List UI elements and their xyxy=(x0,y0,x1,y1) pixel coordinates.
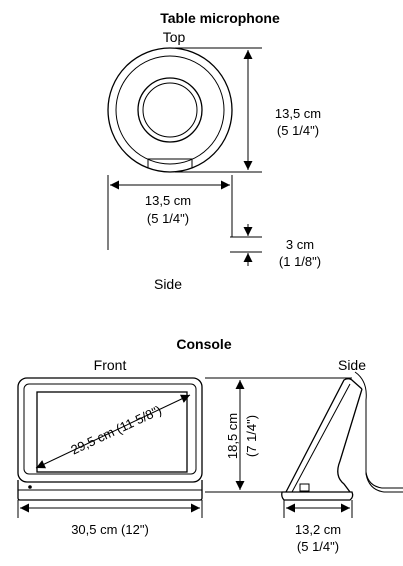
console-title: Console xyxy=(176,336,231,352)
console-side-label: Side xyxy=(338,357,366,373)
console-depth-in: (5 1/4") xyxy=(297,539,339,554)
console-depth-dimension xyxy=(283,500,353,518)
mic-title: Table microphone xyxy=(160,10,280,26)
console-height-cm: 18,5 cm xyxy=(225,413,240,459)
mic-depth-dimension xyxy=(230,224,262,266)
mic-width-dimension xyxy=(107,175,233,250)
mic-depth-cm: 3 cm xyxy=(286,237,314,252)
console-height-in: (7 1/4") xyxy=(244,415,259,457)
mic-side-label: Side xyxy=(154,276,182,292)
mic-top-label: Top xyxy=(163,29,186,45)
mic-depth-in: (1 1/8") xyxy=(279,254,321,269)
console-depth-cm: 13,2 cm xyxy=(295,522,341,537)
mic-width-cm: 13,5 cm xyxy=(145,193,191,208)
console-width-dimension xyxy=(17,500,203,518)
mic-width-in: (5 1/4") xyxy=(147,211,189,226)
microphone-top-view xyxy=(107,47,233,173)
console-diagonal-label: 29,5 cm (11 5/8") xyxy=(68,402,163,457)
mic-height-in: (5 1/4") xyxy=(277,123,319,138)
console-diagonal-arrow xyxy=(35,394,191,469)
console-side-view xyxy=(281,371,403,501)
console-width-label: 30,5 cm (12") xyxy=(71,522,149,537)
mic-height-dimension xyxy=(175,47,262,173)
console-front-label: Front xyxy=(94,357,127,373)
mic-height-cm: 13,5 cm xyxy=(275,106,321,121)
